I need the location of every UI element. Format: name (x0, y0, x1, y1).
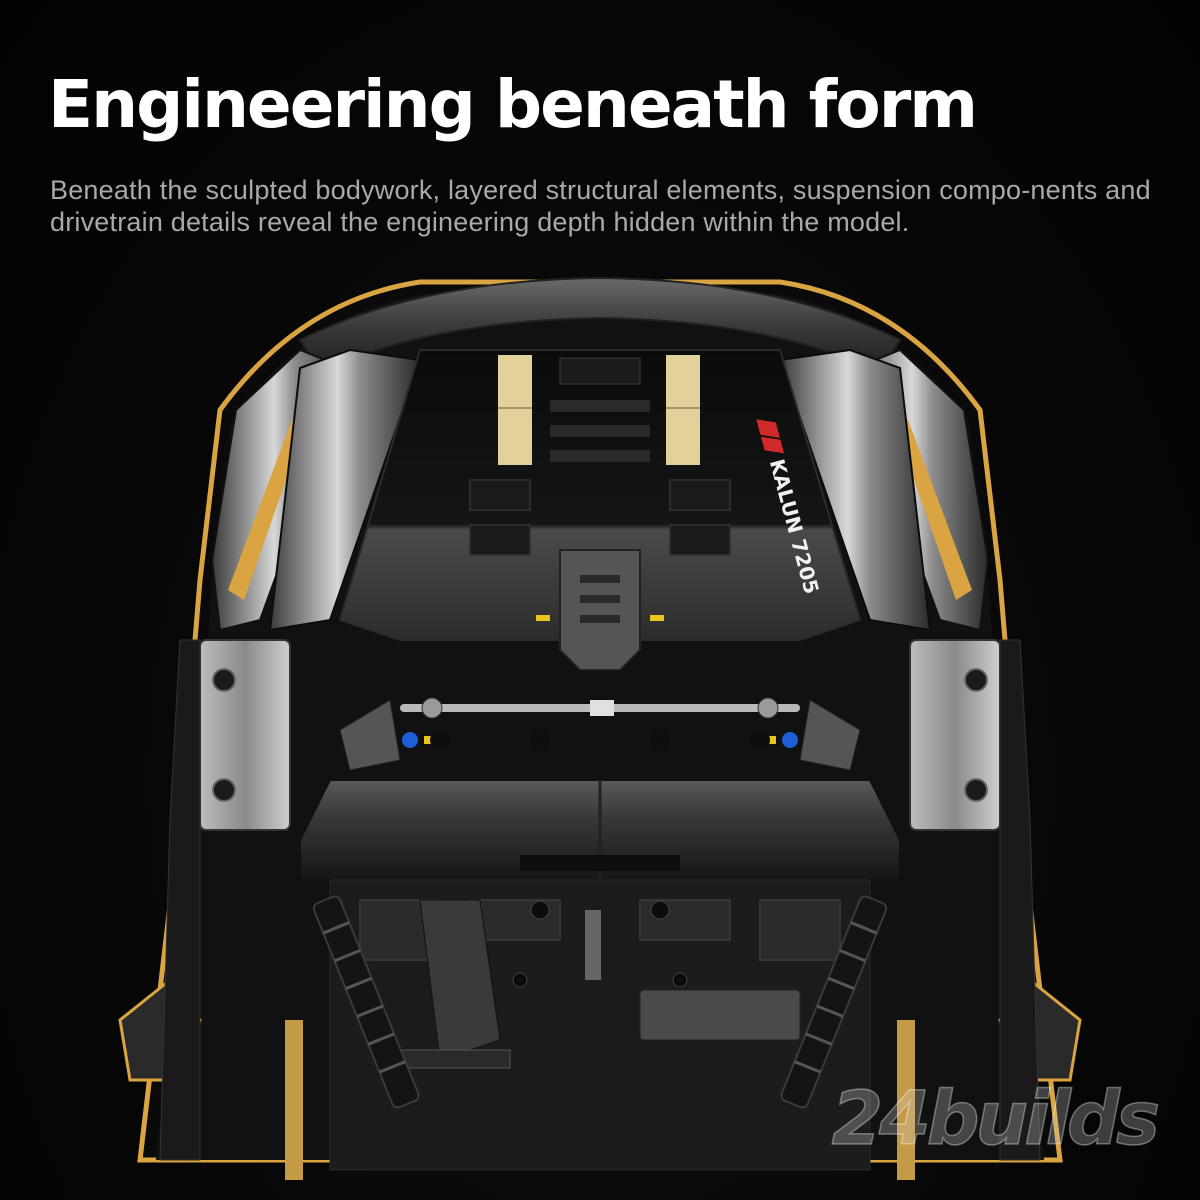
hood-stripe-left (498, 355, 532, 465)
left-suspension (312, 895, 420, 1109)
top-arch (298, 276, 902, 372)
right-side-block (909, 639, 1001, 831)
center-plate (559, 549, 641, 671)
page-title: Engineering beneath form (48, 66, 978, 143)
page-description: Beneath the sculpted bodywork, layered s… (50, 175, 1151, 237)
car-model-illustration: KALUN 7205 (118, 276, 1082, 1180)
drivetrain-block (419, 899, 501, 1061)
left-side-block (199, 639, 291, 831)
right-suspension (780, 895, 888, 1109)
hood-panel (338, 349, 862, 641)
brand-watermark: 24builds (831, 1076, 1161, 1162)
hood-stripe-right (666, 355, 700, 465)
